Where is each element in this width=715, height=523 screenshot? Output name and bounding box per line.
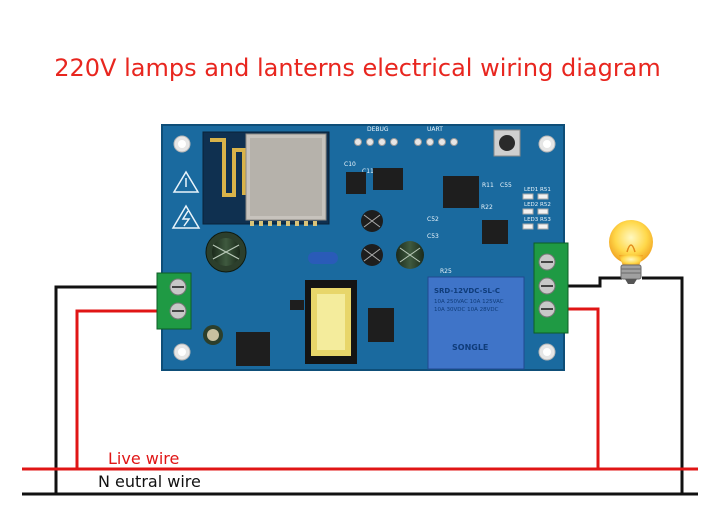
relay-model: SRD-12VDC-SL-C: [434, 287, 500, 295]
r25-label: R25: [440, 268, 452, 275]
c55-label: C55: [500, 182, 512, 189]
capacitors: [203, 210, 424, 345]
relay: SRD-12VDC-SL-C 10A 250VAC 10A 125VAC 10A…: [427, 276, 525, 370]
relay-rating-1: 10A 250VAC 10A 125VAC: [434, 299, 504, 305]
input-terminal-block: [156, 272, 192, 330]
r11-label: R11: [482, 182, 494, 189]
led1-label: LED1 R51: [524, 187, 551, 193]
r22-label: R22: [481, 204, 493, 211]
neutral-wire-label: N eutral wire: [98, 472, 201, 491]
live-wire: [22, 307, 698, 471]
c52-label: C52: [427, 216, 439, 223]
esd-warning-icon: [172, 170, 200, 193]
debug-label: DEBUG: [367, 126, 389, 133]
transformer: [305, 280, 357, 364]
led2-label: LED2 R52: [524, 202, 551, 208]
diagram-title: 220V lamps and lanterns electrical wirin…: [54, 54, 661, 82]
c53-label: C53: [427, 233, 439, 240]
high-voltage-warning-icon: [171, 204, 201, 229]
chips: [236, 168, 508, 366]
output-terminal-block: [533, 242, 569, 334]
uart-label: UART: [427, 126, 443, 133]
status-leds: [522, 193, 549, 230]
neutral-wire: [22, 276, 698, 496]
led3-label: LED3 R53: [524, 217, 551, 223]
live-wire-label: Live wire: [108, 449, 180, 468]
reset-button: [493, 129, 521, 157]
mounting-holes: [173, 135, 556, 361]
relay-module-board: DEBUG UART C10 C11 R11 C55 C52 C53 R22 R…: [156, 124, 569, 371]
light-bulb-icon: [609, 220, 653, 284]
c10-label: C10: [344, 161, 356, 168]
wifi-module: [202, 131, 330, 226]
relay-brand: SONGLE: [452, 343, 488, 352]
c11-label: C11: [362, 168, 374, 175]
debug-header: [354, 138, 458, 146]
relay-rating-2: 10A 30VDC 10A 28VDC: [434, 307, 499, 313]
